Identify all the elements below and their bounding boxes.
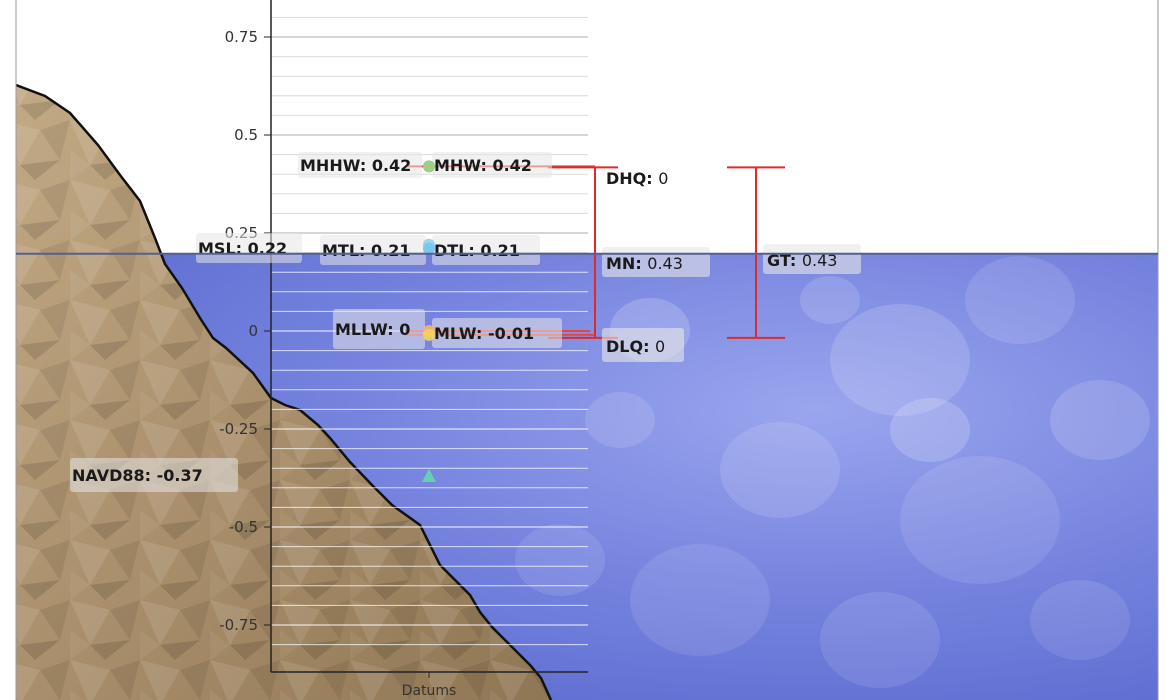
label-box <box>432 235 540 265</box>
label-box <box>432 152 552 178</box>
label-text: DTL: 0.21 <box>434 241 520 260</box>
label-mhhw: MHHW: 0.42 <box>298 152 422 178</box>
label-mlw: MLW: -0.01 <box>432 318 562 348</box>
label-mhw: MHW: 0.42 <box>432 152 552 178</box>
water-blob <box>965 256 1075 344</box>
water-blob <box>820 592 940 688</box>
water-blob <box>900 456 1060 584</box>
label-text: MLLW: 0 <box>335 320 410 339</box>
range-name: DLQ: <box>606 337 655 356</box>
y-tick-label: -0.25 <box>219 420 258 438</box>
label-text: MSL: 0.22 <box>198 239 287 258</box>
label-gt: GT: 0.43 <box>763 244 861 274</box>
label-box <box>602 328 684 362</box>
y-tick-label: 0.5 <box>234 126 258 144</box>
label-msl: MSL: 0.22 <box>196 233 302 263</box>
water-blob <box>720 422 840 518</box>
label-box <box>333 309 425 349</box>
label-mn: MN: 0.43 <box>602 247 710 277</box>
label-mtl: MTL: 0.21 <box>320 235 426 265</box>
label-dhq: DHQ: 0 <box>606 169 668 188</box>
water-blob <box>1050 380 1150 460</box>
range-value: 0 <box>658 169 668 188</box>
marker-navd88 <box>422 469 436 483</box>
label-text: MTL: 0.21 <box>322 241 410 260</box>
label-text: MN: 0.43 <box>606 254 683 273</box>
water-blob <box>800 276 860 324</box>
range-name: MN: <box>606 254 647 273</box>
label-box <box>320 235 426 265</box>
water-blob <box>830 304 970 416</box>
label-dlq: DLQ: 0 <box>602 328 684 362</box>
label-box <box>298 152 422 178</box>
label-box <box>196 233 302 263</box>
label-box <box>763 244 861 274</box>
label-text: NAVD88: -0.37 <box>72 466 203 485</box>
label-text: MLW: -0.01 <box>434 324 534 343</box>
label-text: DLQ: 0 <box>606 337 665 356</box>
y-tick-label: 0 <box>248 322 258 340</box>
water-blob <box>890 398 970 462</box>
label-text: MHHW: 0.42 <box>300 156 411 175</box>
water-blob <box>515 524 605 596</box>
datum-markers <box>422 160 436 483</box>
label-box <box>70 458 238 492</box>
label-box <box>432 318 562 348</box>
y-tick-label: -0.75 <box>219 616 258 634</box>
x-axis-label: Datums <box>402 683 457 699</box>
marker-dtl <box>423 242 435 255</box>
marker-mlw <box>423 328 435 341</box>
water-texture <box>515 256 1150 688</box>
label-text: DHQ: 0 <box>606 169 668 188</box>
water-blob <box>630 544 770 656</box>
label-text: GT: 0.43 <box>767 251 837 270</box>
range-value: 0.43 <box>647 254 683 273</box>
label-navd88: NAVD88: -0.37 <box>70 458 238 492</box>
marker-mhw <box>423 160 435 173</box>
water-blob <box>1030 580 1130 660</box>
range-value: 0 <box>655 337 665 356</box>
shoreline-edge <box>16 83 553 700</box>
range-value: 0.43 <box>802 251 838 270</box>
water-blob <box>585 392 655 448</box>
range-name: GT: <box>767 251 802 270</box>
range-name: DHQ: <box>606 169 658 188</box>
label-mllw: MLLW: 0 <box>333 309 425 349</box>
label-text: MHW: 0.42 <box>434 156 532 175</box>
y-tick-label: 0.75 <box>225 28 258 46</box>
label-dtl: DTL: 0.21 <box>432 235 540 265</box>
y-tick-label: -0.5 <box>229 518 258 536</box>
